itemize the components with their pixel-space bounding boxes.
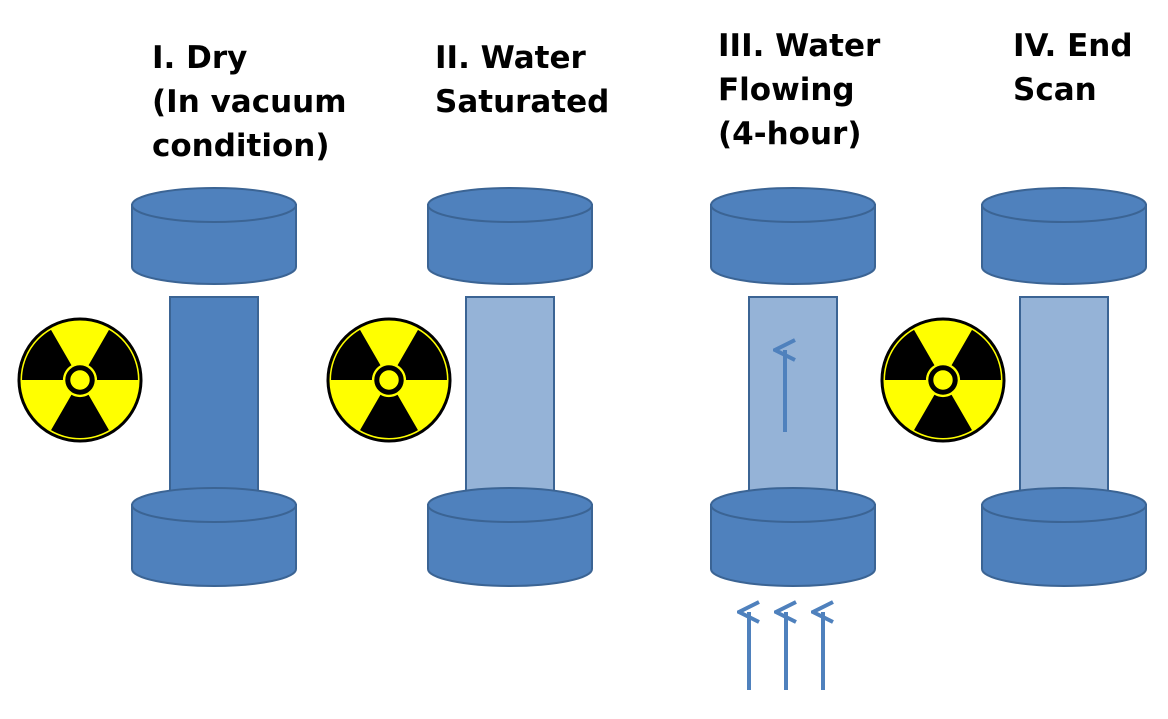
bottom-cap-side	[710, 504, 876, 587]
top-cap-side	[710, 204, 876, 285]
radiation-center	[374, 365, 404, 395]
bottom-cap-top	[981, 487, 1147, 523]
radiation-blade-1	[22, 329, 72, 380]
saturated-core-sample	[748, 296, 838, 510]
stage-1-label: I. Dry (In vacuum condition)	[152, 36, 347, 168]
stage-1-label-line-1: I. Dry	[152, 40, 248, 76]
radiation-blade-2	[951, 329, 1001, 380]
top-cap-side	[427, 204, 593, 285]
radiation-blade-3	[51, 394, 109, 438]
bottom-cap-side	[427, 504, 593, 587]
bottom-cap-side	[131, 504, 297, 587]
bottom-cap	[427, 487, 593, 587]
bottom-cap	[981, 487, 1147, 587]
radiation-blade-1	[885, 329, 935, 380]
top-cap	[427, 187, 593, 285]
radiation-blade-3	[360, 394, 418, 438]
radiation-blade-2	[397, 329, 447, 380]
core-holder-2	[427, 187, 593, 587]
top-cap-side	[131, 204, 297, 285]
stage-2-label: II. Water Saturated	[435, 36, 609, 124]
saturated-core-sample	[1019, 296, 1109, 510]
stage-4-label-line-1: IV. End	[1013, 28, 1133, 64]
stage-1-label-line-3: condition)	[152, 128, 330, 164]
core-holder-1	[131, 187, 297, 587]
bottom-cap-top	[710, 487, 876, 523]
core-holder-3	[710, 187, 876, 587]
bottom-cap-top	[427, 487, 593, 523]
top-cap-top	[710, 187, 876, 223]
radiation-icon-2	[326, 317, 452, 443]
stage-4-label: IV. End Scan	[1013, 24, 1133, 112]
stage-4-label-line-2: Scan	[1013, 72, 1097, 108]
top-cap	[981, 187, 1147, 285]
radiation-icon-4	[880, 317, 1006, 443]
top-cap-top	[981, 187, 1147, 223]
stage-3-label-line-2: Flowing	[718, 72, 855, 108]
top-cap	[710, 187, 876, 285]
stage-3-label: III. Water Flowing (4-hour)	[718, 24, 880, 156]
core-holder-4	[981, 187, 1147, 587]
top-cap-top	[131, 187, 297, 223]
bottom-cap	[710, 487, 876, 587]
bottom-cap-top	[131, 487, 297, 523]
radiation-blade-1	[331, 329, 381, 380]
bottom-cap-side	[981, 504, 1147, 587]
stage-1-label-line-2: (In vacuum	[152, 84, 347, 120]
top-cap-side	[981, 204, 1147, 285]
radiation-center	[928, 365, 958, 395]
radiation-icon-1	[17, 317, 143, 443]
dry-core-sample	[169, 296, 259, 510]
top-cap	[131, 187, 297, 285]
stage-2-label-line-1: II. Water	[435, 40, 586, 76]
bottom-cap	[131, 487, 297, 587]
stage-2-label-line-2: Saturated	[435, 84, 610, 120]
stage-3-label-line-3: (4-hour)	[718, 116, 862, 152]
radiation-blade-3	[914, 394, 972, 438]
saturated-core-sample	[465, 296, 555, 510]
radiation-center	[65, 365, 95, 395]
radiation-blade-2	[88, 329, 138, 380]
top-cap-top	[427, 187, 593, 223]
stage-3-label-line-1: III. Water	[718, 28, 881, 64]
